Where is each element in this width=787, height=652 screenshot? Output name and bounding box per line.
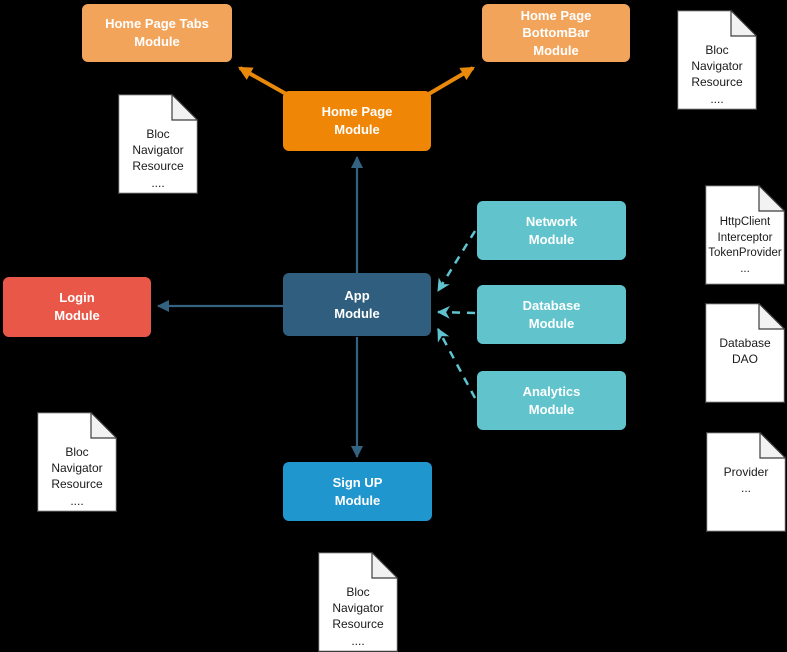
edge-network-to-app [436,230,477,292]
node-login-module: Login Module [3,277,151,337]
doc-label: Provider ... [723,465,769,496]
document-icon [118,94,198,194]
edge-database-to-app [436,305,476,319]
node-home-page-tabs-module: Home Page Tabs Module [82,4,232,62]
document-icon [705,303,785,403]
doc-label: HttpClient Interceptor TokenProvider ... [708,216,782,275]
document-icon [318,552,398,652]
document-icon [706,432,786,532]
node-app-module: App Module [283,273,431,336]
edge-homepage-to-bottombar [425,66,476,97]
doc-bloc-navigator-resource-bottom-left: Bloc Navigator Resource .... [37,412,117,512]
document-icon [37,412,117,512]
doc-label: Bloc Navigator Resource .... [691,43,743,106]
doc-bloc-navigator-resource-bottom-center: Bloc Navigator Resource .... [318,552,398,652]
doc-label: Bloc Navigator Resource .... [132,127,184,190]
node-home-page-bottombar-module: Home Page BottomBar Module [482,4,630,62]
node-analytics-module: Analytics Module [477,371,626,430]
doc-bloc-navigator-resource-top-right: Bloc Navigator Resource .... [677,10,757,110]
node-database-module: Database Module [477,285,626,344]
doc-label: Bloc Navigator Resource .... [51,445,103,508]
node-network-module: Network Module [477,201,626,260]
doc-database-dao: Database DAO [705,303,785,403]
doc-label: Bloc Navigator Resource .... [332,585,384,648]
doc-provider: Provider ... [706,432,786,532]
document-icon [705,185,785,285]
document-icon [677,10,757,110]
node-home-page-module: Home Page Module [283,91,431,151]
doc-label: Database DAO [719,336,771,367]
doc-httpclient-interceptor-tokenprovider: HttpClient Interceptor TokenProvider ... [705,185,785,285]
node-sign-up-module: Sign UP Module [283,462,432,521]
edge-homepage-to-tabs [237,66,289,97]
edge-analytics-to-app [436,328,477,399]
doc-bloc-navigator-resource-top-left: Bloc Navigator Resource .... [118,94,198,194]
